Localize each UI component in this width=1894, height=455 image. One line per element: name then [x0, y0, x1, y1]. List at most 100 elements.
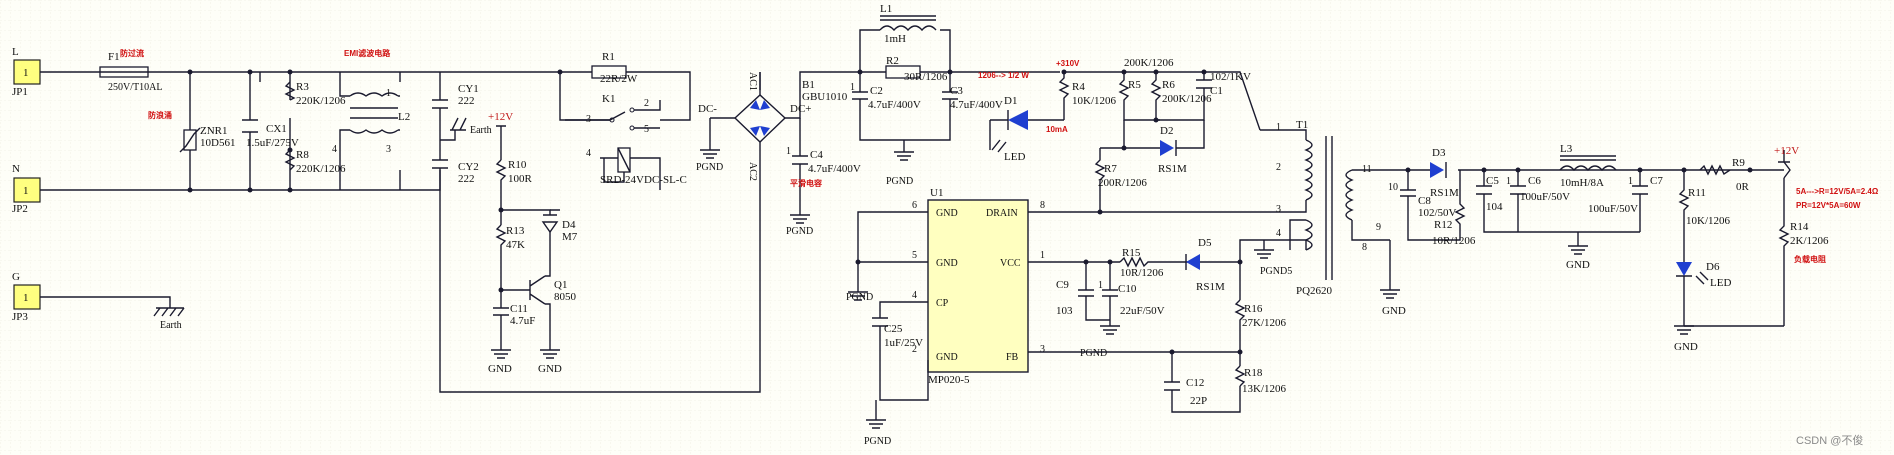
- svg-text:R13: R13: [506, 225, 525, 237]
- capacitor-c9[interactable]: C9 103: [1056, 262, 1110, 321]
- resistor-r5[interactable]: 200K/1206 R5: [1118, 57, 1174, 121]
- svg-text:L2: L2: [398, 111, 410, 123]
- svg-text:R12: R12: [1434, 219, 1452, 231]
- svg-text:8050: 8050: [554, 291, 577, 303]
- svg-text:3: 3: [586, 114, 591, 125]
- connector-ref: JP3: [12, 311, 28, 323]
- svg-text:M7: M7: [562, 231, 578, 243]
- capacitor-cy2[interactable]: CY2 222: [432, 140, 479, 190]
- connector-ref: JP2: [12, 203, 28, 215]
- gnd-icon: GND: [1566, 245, 1590, 271]
- resistor-r1[interactable]: R1 22R/2W: [591, 51, 638, 85]
- svg-text:C3: C3: [950, 85, 963, 97]
- svg-text:220K/1206: 220K/1206: [296, 163, 346, 175]
- ic-u1[interactable]: U1 MP020-5 GND DRAIN GND VCC CP GND FB 6…: [912, 187, 1045, 386]
- resistor-r6[interactable]: R6 200K/1206: [1150, 72, 1212, 120]
- svg-text:R7: R7: [1104, 163, 1117, 175]
- svg-text:D3: D3: [1432, 147, 1446, 159]
- bridge-rectifier-b1[interactable]: AC1 AC2 DC- DC+ B1 GBU1010: [698, 71, 860, 181]
- resistor-r10[interactable]: R10 100R: [495, 159, 533, 205]
- svg-text:R9: R9: [1732, 157, 1745, 169]
- svg-text:4.7uF/400V: 4.7uF/400V: [868, 99, 921, 111]
- svg-text:2: 2: [1276, 162, 1281, 173]
- capacitor-c2[interactable]: 1 C2 4.7uF/400V: [850, 72, 951, 141]
- capacitor-c4[interactable]: 1 C4 4.7uF/400V 平滑电容: [786, 118, 861, 215]
- svg-text:R11: R11: [1688, 187, 1706, 199]
- input-verticals: [189, 72, 291, 190]
- inductor-l3[interactable]: L3 10mH/8A: [1559, 143, 1617, 189]
- svg-text:1206--> 1/2 W: 1206--> 1/2 W: [978, 71, 1029, 80]
- capacitor-cy1[interactable]: CY1 222: [432, 82, 479, 140]
- capacitor-c25[interactable]: C25 1uF/25V: [872, 317, 923, 349]
- load-calc-2: PR=12V*5A=60W: [1796, 201, 1861, 210]
- resistor-r4[interactable]: +310V R4 10K/1206: [1056, 59, 1117, 120]
- svg-text:10mA: 10mA: [1046, 125, 1068, 134]
- svg-text:DRAIN: DRAIN: [986, 208, 1018, 219]
- inductor-l1[interactable]: L1 1mH: [859, 3, 951, 72]
- svg-text:1: 1: [386, 88, 391, 99]
- resistor-r8[interactable]: R8 220K/1206: [284, 149, 346, 175]
- led-d6[interactable]: D6 LED: [1676, 261, 1731, 326]
- svg-text:T1: T1: [1296, 119, 1308, 131]
- svg-text:8: 8: [1040, 200, 1045, 211]
- svg-text:C25: C25: [884, 323, 903, 335]
- capacitor-c12[interactable]: C12 22P: [1164, 377, 1207, 407]
- diode-d3[interactable]: D3 RS1M: [1430, 147, 1459, 199]
- relay-k1[interactable]: K1 2 3 5 4 SRD-24VDC-SL-C: [586, 90, 691, 190]
- varistor-znr1[interactable]: 防浪涌 ZNR1 10D561: [148, 110, 235, 153]
- capacitor-cx1[interactable]: CX1 1.5uF/275V: [242, 119, 299, 149]
- svg-text:Q1: Q1: [554, 279, 567, 291]
- svg-text:200K/1206: 200K/1206: [1124, 57, 1174, 69]
- diode-d2[interactable]: D2 RS1M: [1123, 120, 1205, 175]
- transistor-q1[interactable]: Q1 8050: [501, 250, 577, 350]
- svg-text:1: 1: [1276, 122, 1281, 133]
- svg-text:B1: B1: [802, 79, 815, 91]
- resistor-r15[interactable]: R15 10R/1206: [1119, 247, 1164, 279]
- svg-text:C9: C9: [1056, 279, 1069, 291]
- capacitor-c11[interactable]: C11 4.7uF: [493, 290, 535, 350]
- resistor-r9[interactable]: R9 0R: [1699, 157, 1750, 193]
- inductor-l2[interactable]: EMI滤波电路 L2 1 3 4: [332, 48, 410, 190]
- transformer-t1[interactable]: T1 PQ2620 1 2 3 4 11 10 9 8: [1260, 119, 1398, 297]
- svg-text:+310V: +310V: [1056, 59, 1080, 68]
- gnd-icon: GND: [488, 349, 512, 375]
- pgnd-icon: PGND: [786, 214, 813, 237]
- resistor-r13[interactable]: R13 47K: [495, 224, 525, 290]
- diode-d4[interactable]: D4 M7: [541, 209, 578, 250]
- svg-text:PGND5: PGND5: [1260, 266, 1292, 277]
- svg-text:2: 2: [912, 344, 917, 355]
- diode-d5[interactable]: D5 RS1M: [1185, 237, 1225, 293]
- svg-text:D5: D5: [1198, 237, 1212, 249]
- capacitor-c10[interactable]: 1 C10 22uF/50V: [1098, 262, 1165, 326]
- pin-number: 1: [23, 185, 29, 197]
- fuse-f1[interactable]: F1 防过流 250V/T10AL: [99, 48, 162, 93]
- svg-text:RS1M: RS1M: [1430, 187, 1459, 199]
- svg-text:10mH/8A: 10mH/8A: [1560, 177, 1604, 189]
- svg-text:ZNR1: ZNR1: [200, 125, 228, 137]
- resistor-r11[interactable]: R11 10K/1206: [1678, 170, 1731, 262]
- svg-text:D2: D2: [1160, 125, 1173, 137]
- svg-text:47K: 47K: [506, 239, 525, 251]
- svg-text:4: 4: [1276, 228, 1281, 239]
- capacitor-c6[interactable]: 1 C6 100uF/50V: [1506, 175, 1570, 203]
- led-d1[interactable]: 1206--> 1/2 W D1 LED 10mA: [978, 71, 1068, 163]
- resistor-r12[interactable]: R12 10R/1206: [1432, 170, 1476, 247]
- svg-text:CY2: CY2: [458, 161, 479, 173]
- u1-gnd-wire: [857, 211, 928, 292]
- resistor-r7[interactable]: R7 200R/1206: [1094, 147, 1147, 212]
- resistor-r16[interactable]: R16 27K/1206: [1234, 299, 1287, 329]
- svg-text:PGND: PGND: [786, 226, 813, 237]
- resistor-r18[interactable]: R18 13K/1206: [1234, 365, 1287, 395]
- capacitor-c8[interactable]: C8 102/50V: [1400, 170, 1461, 241]
- capacitor-c5[interactable]: C5 104: [1476, 175, 1503, 213]
- capacitor-c7[interactable]: 1 C7 100uF/50V: [1588, 170, 1663, 232]
- connector-jp1[interactable]: L 1 JP1: [12, 46, 41, 98]
- svg-text:102/50V: 102/50V: [1418, 207, 1457, 219]
- svg-text:10K/1206: 10K/1206: [1686, 215, 1731, 227]
- capacitor-c3[interactable]: C3 4.7uF/400V: [942, 72, 1003, 111]
- resistor-r3[interactable]: R3 220K/1206: [284, 81, 346, 107]
- svg-text:4: 4: [912, 290, 917, 301]
- svg-text:5: 5: [912, 250, 917, 261]
- svg-text:D1: D1: [1004, 95, 1017, 107]
- resistor-r14[interactable]: R14 2K/1206 负载电阻: [1778, 178, 1829, 326]
